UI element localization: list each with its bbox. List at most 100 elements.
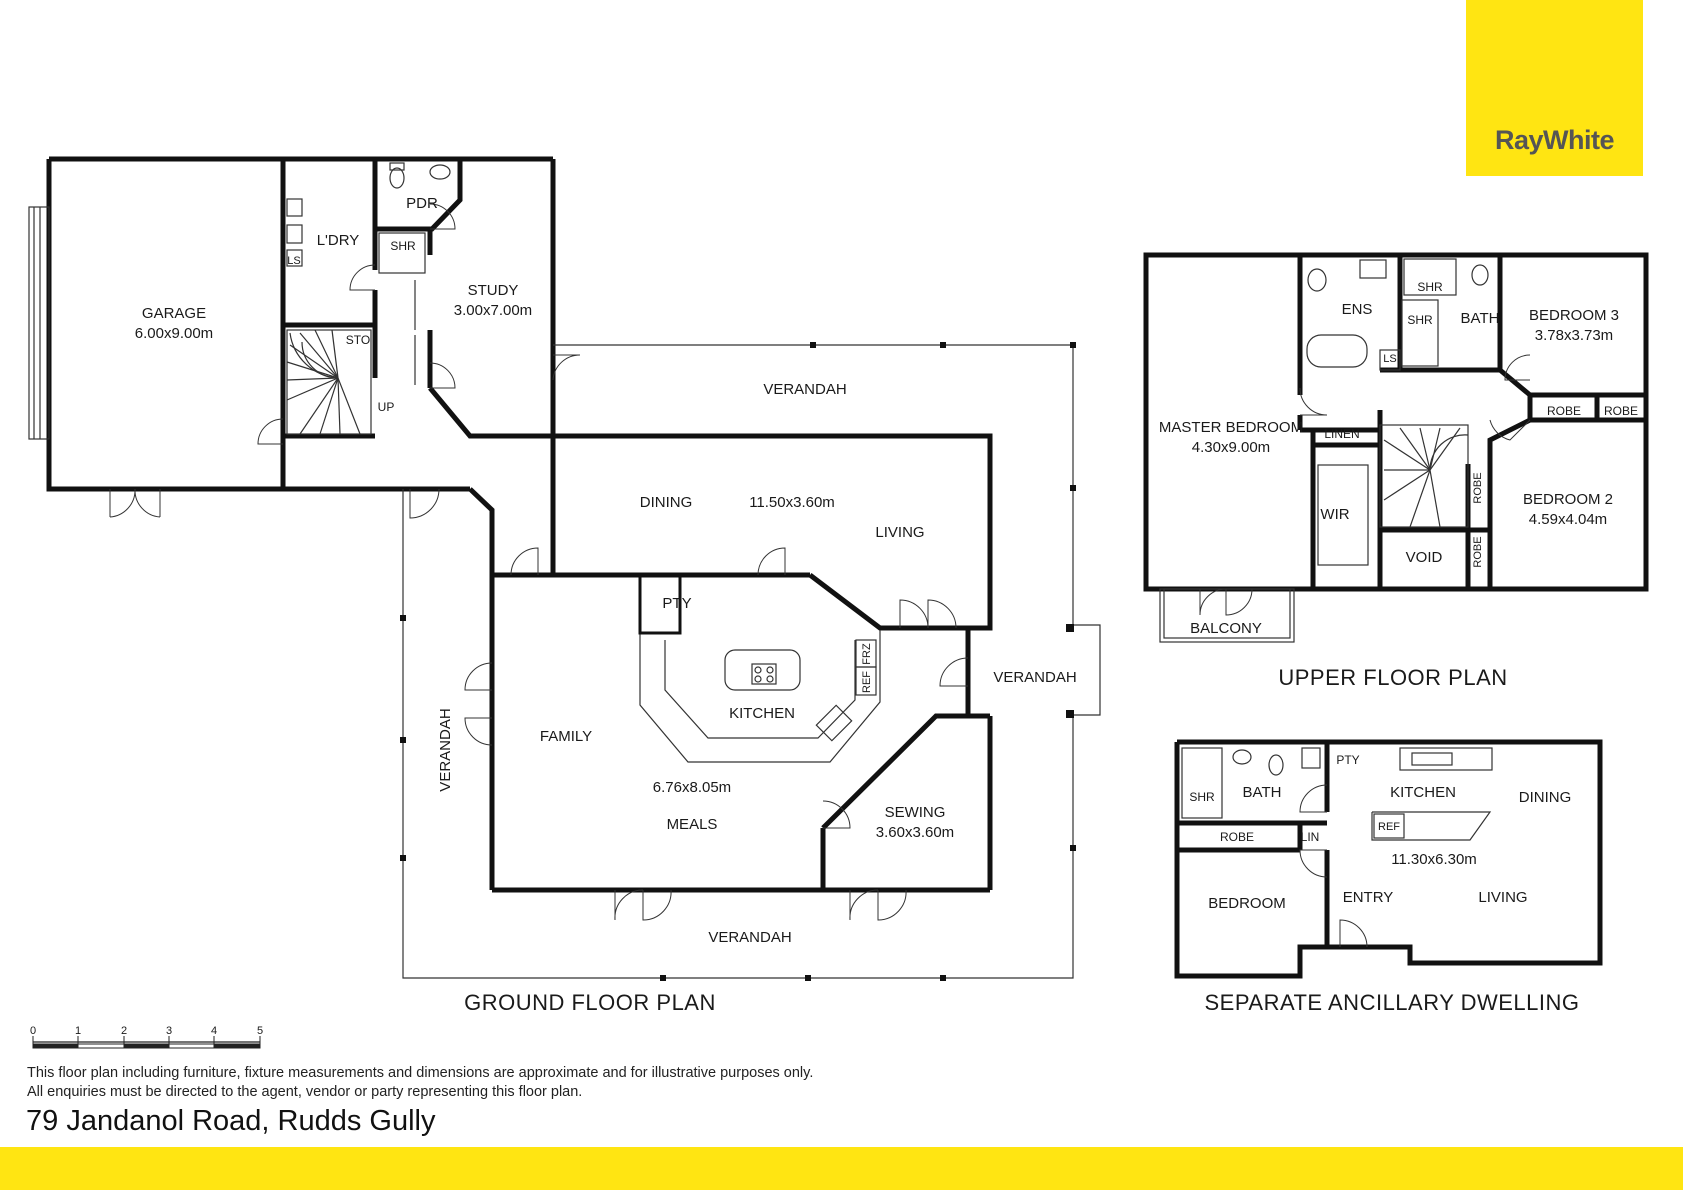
- wir-label: WIR: [1320, 506, 1349, 523]
- garage-label: GARAGE: [142, 305, 206, 322]
- linen-label: LINEN: [1324, 427, 1359, 441]
- property-address: 79 Jandanol Road, Rudds Gully: [26, 1105, 436, 1137]
- island-bench: [724, 649, 801, 691]
- scale-tick-5: 5: [257, 1025, 263, 1037]
- anc-dims: 11.30x6.30m: [1391, 851, 1477, 868]
- upper-shower-side: [1401, 299, 1439, 367]
- sewing-door-2: [822, 800, 851, 829]
- garage-dims: 6.00x9.00m: [135, 325, 213, 342]
- upper-ls-label: LS: [1383, 353, 1396, 365]
- garage-door: [109, 488, 161, 518]
- meals-label: MEALS: [667, 816, 718, 833]
- living-french-door: [899, 599, 957, 629]
- pdr-label: PDR: [406, 195, 438, 212]
- anc-sink-icon: [1411, 752, 1453, 766]
- kitchen-label: KITCHEN: [729, 705, 795, 722]
- anc-bath-door: [1299, 784, 1328, 813]
- ground-basin-icon: [429, 164, 451, 180]
- ens-toilet-icon: [1307, 268, 1327, 292]
- bedroom3-label: BEDROOM 3: [1529, 307, 1619, 324]
- master-bedroom-dims: 4.30x9.00m: [1192, 439, 1270, 456]
- verandah-outline: [400, 342, 1101, 981]
- verandah-label-right: VERANDAH: [993, 669, 1076, 686]
- laundry-sink-icon: [286, 249, 303, 267]
- pdr-door: [429, 203, 456, 230]
- bedroom2-label: BEDROOM 2: [1523, 491, 1613, 508]
- study-door: [429, 362, 456, 389]
- footer-brand-bar: [0, 1147, 1683, 1190]
- master-bedroom-label: MASTER BEDROOM: [1159, 419, 1303, 436]
- anc-appliance-icon: [1301, 747, 1321, 769]
- family-side-door: [464, 662, 493, 746]
- verandah-label-bottom: VERANDAH: [708, 929, 791, 946]
- scale-tick-2: 2: [121, 1025, 127, 1037]
- hall-door: [257, 418, 284, 445]
- verandah-door: [409, 488, 440, 519]
- family-french-door: [614, 889, 672, 921]
- anc-ref-label: REF: [1378, 821, 1400, 833]
- kitchen-sink-icon: [815, 704, 853, 742]
- void-label: VOID: [1406, 549, 1443, 566]
- robe-label-2: ROBE: [1604, 404, 1638, 418]
- study-walls: [375, 159, 556, 439]
- ground-floor-plan: GARAGE 6.00x9.00m L'DRY LS PDR SHR STO U…: [28, 156, 1101, 1015]
- robe-label-1: ROBE: [1547, 404, 1581, 418]
- scale-tick-1: 1: [75, 1025, 81, 1037]
- fridge-box: [855, 666, 877, 696]
- ground-staircase: [286, 329, 372, 435]
- anc-living-label: LIVING: [1478, 889, 1527, 906]
- master-door: [1299, 387, 1328, 416]
- anc-lin-label: LIN: [1301, 830, 1320, 844]
- upper-shr-label-2: SHR: [1407, 313, 1433, 327]
- scale-tick-4: 4: [211, 1025, 217, 1037]
- verandah-label-top: VERANDAH: [763, 381, 846, 398]
- sewing-dims: 3.60x3.60m: [876, 824, 954, 841]
- scale-tick-0: 0: [30, 1025, 36, 1037]
- sewing-door-1: [939, 657, 969, 687]
- study-label: STUDY: [468, 282, 519, 299]
- sewing-french-door: [849, 889, 907, 921]
- anc-robe-label: ROBE: [1220, 830, 1254, 844]
- upper-bath-label: BATH: [1461, 310, 1500, 327]
- bed2-door: [1489, 419, 1531, 441]
- upper-floor-plan: ENS SHR SHR BATH LS BEDROOM 3 3.78x3.73m…: [1143, 252, 1649, 690]
- ens-basin-icon: [1359, 259, 1387, 279]
- bedroom3-dims: 3.78x3.73m: [1535, 327, 1613, 344]
- study-dims: 3.00x7.00m: [454, 302, 532, 319]
- sewing-label: SEWING: [885, 804, 946, 821]
- family-dims: 6.76x8.05m: [653, 779, 731, 796]
- washer-icon: [286, 198, 303, 217]
- anc-toilet-icon: [1268, 754, 1284, 776]
- wir-outline: [1317, 464, 1369, 566]
- disclaimer-line-2: All enquiries must be directed to the ag…: [27, 1084, 583, 1100]
- laundry-label: L'DRY: [317, 232, 360, 249]
- laundry-door: [349, 264, 376, 291]
- scale-tick-3: 3: [166, 1025, 172, 1037]
- ground-shower-tray: [378, 232, 426, 274]
- anc-pty-label: PTY: [1336, 753, 1359, 767]
- upper-staircase: [1379, 424, 1469, 528]
- anc-kitchen-island: [1371, 811, 1492, 841]
- dining-living-dims: 11.50x3.60m: [749, 494, 835, 511]
- bed3-door: [1504, 354, 1531, 381]
- living-label: LIVING: [875, 524, 924, 541]
- stair-up-label: UP: [378, 400, 395, 414]
- bedroom2-dims: 4.59x4.04m: [1529, 511, 1607, 528]
- anc-bedroom-door: [1299, 849, 1328, 878]
- disclaimer: This floor plan including furniture, fix…: [27, 1064, 813, 1102]
- ray-white-logo: RayWhite: [1494, 125, 1615, 155]
- ens-label: ENS: [1342, 301, 1373, 318]
- kitchen-layout: [638, 573, 881, 763]
- pantry-label: PTY: [662, 595, 691, 612]
- family-door: [510, 547, 539, 576]
- ancillary-title: SEPARATE ANCILLARY DWELLING: [1205, 990, 1580, 1015]
- ray-white-logo-panel: [1466, 0, 1643, 176]
- ground-shr-label: SHR: [390, 239, 416, 253]
- robe-label-4: ROBE: [1472, 536, 1484, 567]
- scale-bar: 0 1 2 3 4 5: [30, 1025, 263, 1049]
- ancillary-dwelling-plan: SHR BATH PTY KITCHEN DINING ROBE LIN REF…: [1174, 739, 1603, 1015]
- ground-floor-title: GROUND FLOOR PLAN: [464, 990, 716, 1015]
- sink-icon: [286, 224, 303, 244]
- ground-toilet-icon: [389, 167, 405, 189]
